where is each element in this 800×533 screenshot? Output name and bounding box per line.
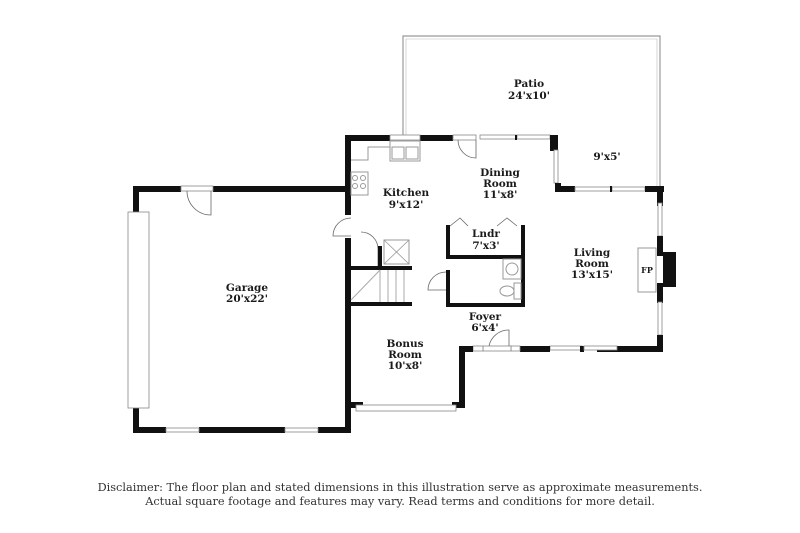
dining-label-2: Room [483,178,517,190]
interior-walls [332,134,525,433]
living-label-2: Room [575,258,609,270]
patio-dims: 24'x10' [508,90,550,102]
bonus-dims: 10'x8' [388,360,423,372]
staircase [350,269,405,303]
foyer-walls [345,329,521,433]
bonus-label-2: Room [388,349,422,361]
door-swing [186,190,212,216]
dining-label-1: Dining [480,167,520,179]
laundry-label: Lndr [472,228,500,240]
disclaimer-line-2: Actual square footage and features may v… [145,495,655,508]
garage-dims: 20'x22' [226,293,268,305]
fireplace-label: FP [641,265,653,275]
garage-label: Garage [226,282,268,294]
door-swing [332,217,352,237]
patio-label: Patio [514,78,544,90]
patio-outline [402,35,661,188]
room-labels: Patio 24'x10' 9'x5' Kitchen 9'x12' Dinin… [226,78,653,372]
foyer-label: Foyer [469,311,502,323]
bonus-label-1: Bonus [386,338,423,350]
kitchen-dims: 9'x12' [389,199,424,211]
dining-dims: 11'x8' [483,189,518,201]
kitchen-label: Kitchen [383,187,430,199]
laundry-dims: 7'x3' [472,240,499,252]
window [165,427,200,433]
deck-dims: 9'x5' [593,151,620,163]
fireplace [637,247,657,293]
foyer-dims: 6'x4' [471,322,498,334]
disclaimer: Disclaimer: The floor plan and stated di… [0,481,800,509]
door-swing [360,231,379,268]
dining-walls [452,134,664,206]
window [284,427,319,433]
living-walls [520,202,676,352]
garage-walls [127,185,351,433]
disclaimer-line-1: Disclaimer: The floor plan and stated di… [97,481,703,494]
living-dims: 13'x15' [571,269,613,281]
garage-door [127,211,150,409]
living-label-1: Living [574,247,611,259]
